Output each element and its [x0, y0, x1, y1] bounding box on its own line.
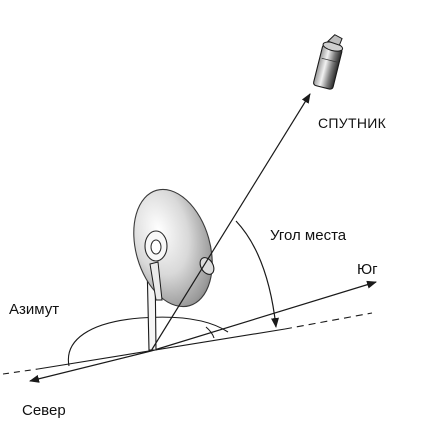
south-label: Юг — [357, 261, 378, 278]
satellite-dish-icon — [133, 188, 215, 308]
north-south-axis — [2, 312, 373, 375]
elevation-angle-label: Угол места — [270, 227, 347, 244]
south-arrow — [150, 280, 377, 352]
azimuth-ellipse — [67, 316, 229, 367]
north-arrow — [29, 350, 152, 383]
north-label: Север — [22, 402, 66, 419]
satellite-label: СПУТНИК — [318, 115, 387, 131]
azimuth-label: Азимут — [9, 301, 60, 318]
elevation-angle-arc — [235, 220, 279, 328]
satellite-icon — [313, 34, 344, 90]
line-of-sight — [150, 93, 311, 352]
